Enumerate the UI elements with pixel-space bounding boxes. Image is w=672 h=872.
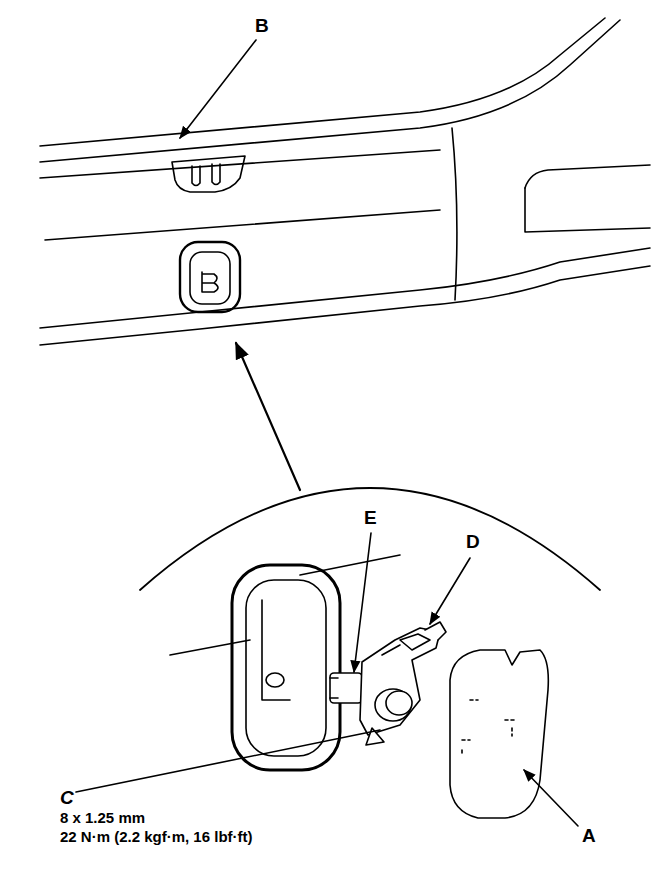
- callout-letter: A: [582, 826, 596, 847]
- callout-letter: C: [60, 788, 74, 809]
- leader-lines: [76, 40, 578, 826]
- door-adjuster: [330, 622, 446, 745]
- callout-letter: B: [255, 16, 269, 37]
- torque-spec: 22 N·m (2.2 kgf·m, 16 lbf·ft): [60, 829, 253, 846]
- cover: [450, 650, 548, 818]
- body-panel: [40, 18, 650, 345]
- pointer-arrow: [236, 343, 300, 490]
- callout-letter: D: [466, 532, 480, 553]
- callout-letter: E: [364, 508, 377, 529]
- thread-size: 8 x 1.25 mm: [60, 810, 145, 827]
